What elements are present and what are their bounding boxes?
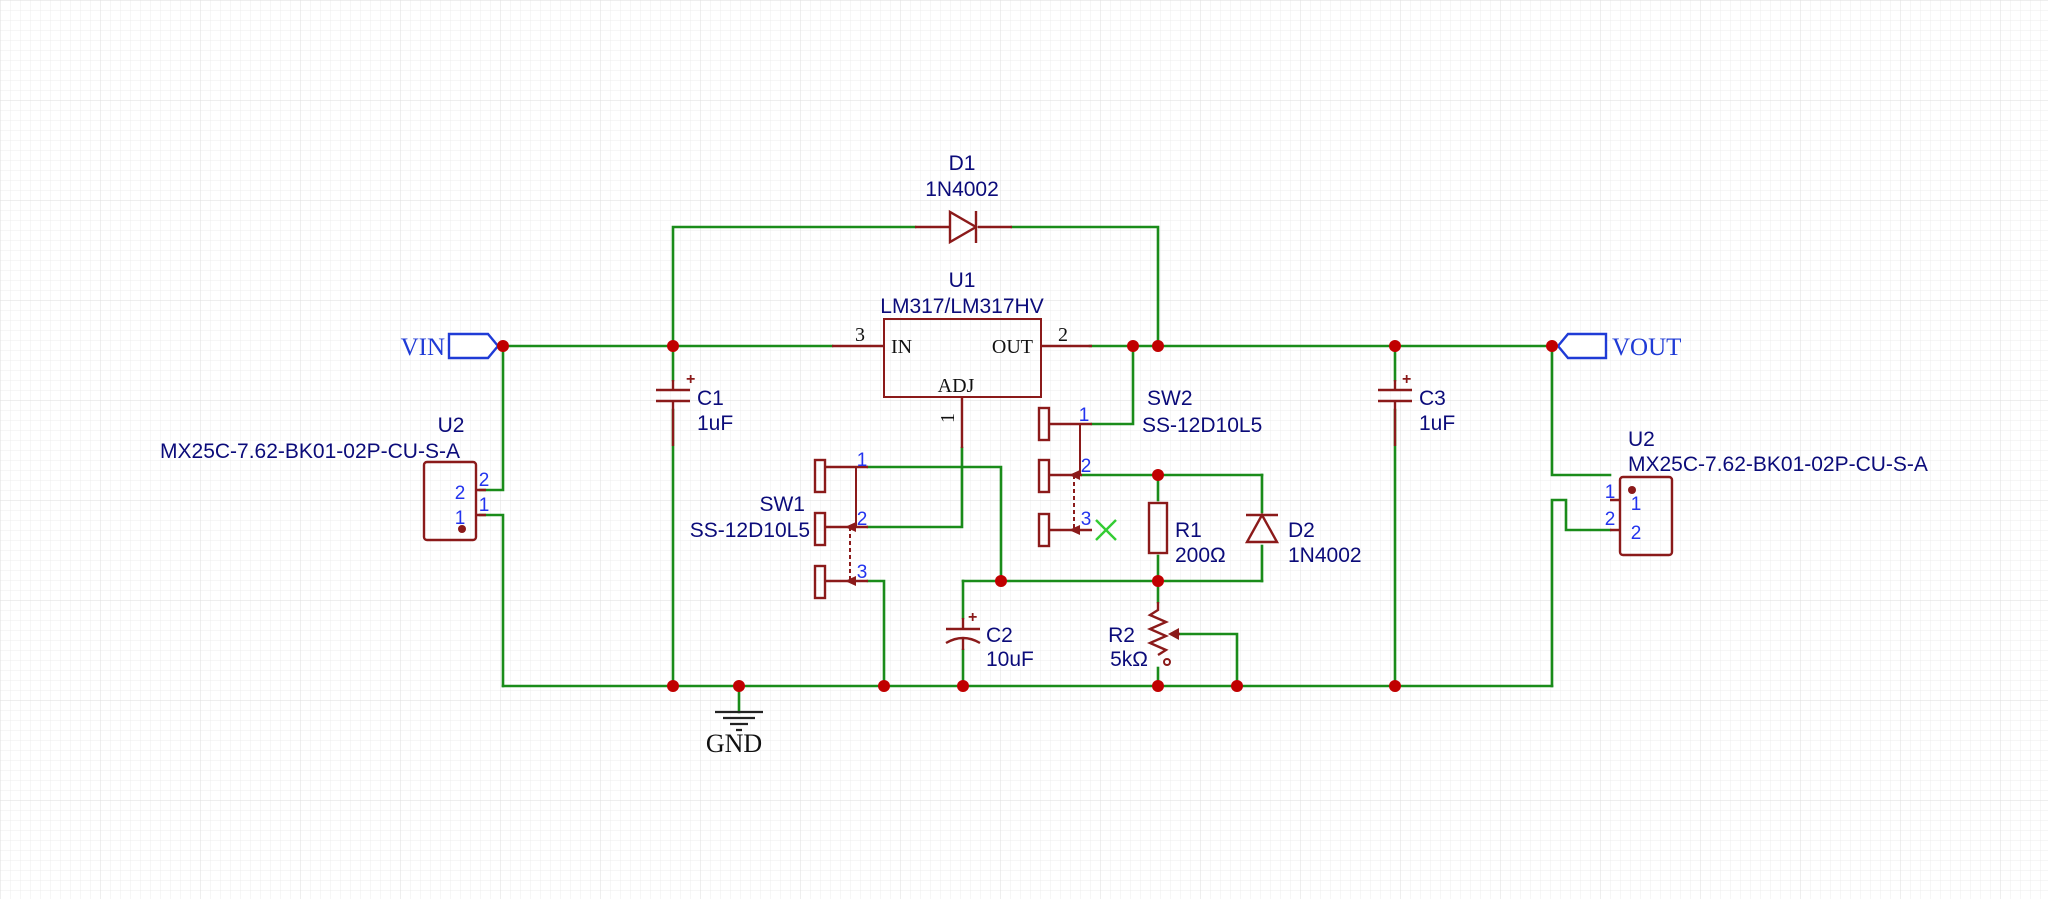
c1-ref: C1 [697,387,724,410]
c3-polarity: + [1402,371,1411,388]
capacitor-c1[interactable]: + C1 1uF [656,371,733,446]
capacitor-c2[interactable]: + C2 10uF [945,609,1034,671]
d2-value: 1N4002 [1288,544,1362,567]
r2-value: 5kΩ [1110,648,1148,671]
sw2-value: SS-12D10L5 [1142,414,1262,437]
sw1-ref: SW1 [759,493,805,516]
sw2-pin-1: 1 [1079,405,1090,426]
diode-d2[interactable]: D2 1N4002 [1244,512,1362,567]
r1-value: 200Ω [1175,544,1226,567]
gnd-label: GND [706,729,762,758]
u2-left-ref: U2 [438,414,465,437]
diode-d1[interactable]: D1 1N4002 [915,152,1012,245]
u2-right-pin-bottom: 2 [1631,523,1642,544]
u1-pin-out-name: OUT [992,336,1033,358]
potentiometer-r2[interactable]: R2 5kΩ [1108,602,1180,671]
u2-left-pin-top: 2 [455,483,466,504]
u1-ref: U1 [949,269,976,292]
vout-label: VOUT [1612,334,1681,361]
u1-value: LM317/LM317HV [880,295,1043,318]
d2-ref: D2 [1288,519,1315,542]
sw2-pin-3: 3 [1081,509,1092,530]
u2-left-value: MX25C-7.62-BK01-02P-CU-S-A [160,440,460,463]
resistor-r1[interactable]: R1 200Ω [1147,501,1226,567]
r1-ref: R1 [1175,519,1202,542]
u2-right-outer-top: 1 [1605,482,1616,503]
u2-right-value: MX25C-7.62-BK01-02P-CU-S-A [1628,453,1928,476]
u2-right-ref: U2 [1628,428,1655,451]
u2-right-pin-top: 1 [1631,494,1642,515]
d1-ref: D1 [949,152,976,175]
sw1-pin-3: 3 [857,562,868,583]
no-connect-marker [1095,519,1117,541]
c3-ref: C3 [1419,387,1446,410]
u1-pin-in-name: IN [891,336,912,358]
d1-value: 1N4002 [925,178,999,201]
sw1-pin-2: 2 [857,509,868,530]
sw2-ref: SW2 [1147,387,1193,410]
connector-u2-right[interactable]: 1 2 1 2 U2 MX25C-7.62-BK01-02P-CU-S-A [1605,428,1928,557]
switch-sw1[interactable]: 1 2 3 SW1 SS-12D10L5 [690,450,868,600]
u1-pin-in-num: 3 [855,324,865,346]
u2-right-outer-bottom: 2 [1605,509,1616,530]
u1-pin-out-num: 2 [1058,324,1068,346]
u2-left-pin-bottom: 1 [455,508,466,529]
port-vout[interactable]: VOUT [1556,332,1681,361]
u1-pin-adj-name: ADJ [938,375,975,397]
c2-value: 10uF [986,648,1034,671]
port-vin[interactable]: VIN [401,332,500,361]
c2-ref: C2 [986,624,1013,647]
c1-polarity: + [686,371,695,388]
sw1-pin-1: 1 [857,450,868,471]
c1-value: 1uF [697,412,733,435]
regulator-u1[interactable]: U1 LM317/LM317HV IN OUT ADJ 3 2 1 [832,269,1092,448]
sw1-value: SS-12D10L5 [690,519,810,542]
gnd-symbol[interactable]: GND [706,684,763,758]
u1-pin-adj-num: 1 [937,413,959,423]
vin-label: VIN [401,334,445,361]
connector-u2-left[interactable]: 2 1 2 1 U2 MX25C-7.62-BK01-02P-CU-S-A [160,414,490,542]
wires [478,225,1612,688]
capacitor-c3[interactable]: + C3 1uF [1378,371,1455,446]
sw2-pin-2: 2 [1081,456,1092,477]
u2-left-outer-bottom: 1 [479,495,490,516]
switch-sw2[interactable]: 1 2 3 SW2 SS-12D10L5 [1037,387,1262,548]
c3-value: 1uF [1419,412,1455,435]
junctions [497,340,1558,692]
c2-polarity: + [968,609,977,626]
r2-ref: R2 [1108,624,1135,647]
u2-left-outer-top: 2 [479,470,490,491]
